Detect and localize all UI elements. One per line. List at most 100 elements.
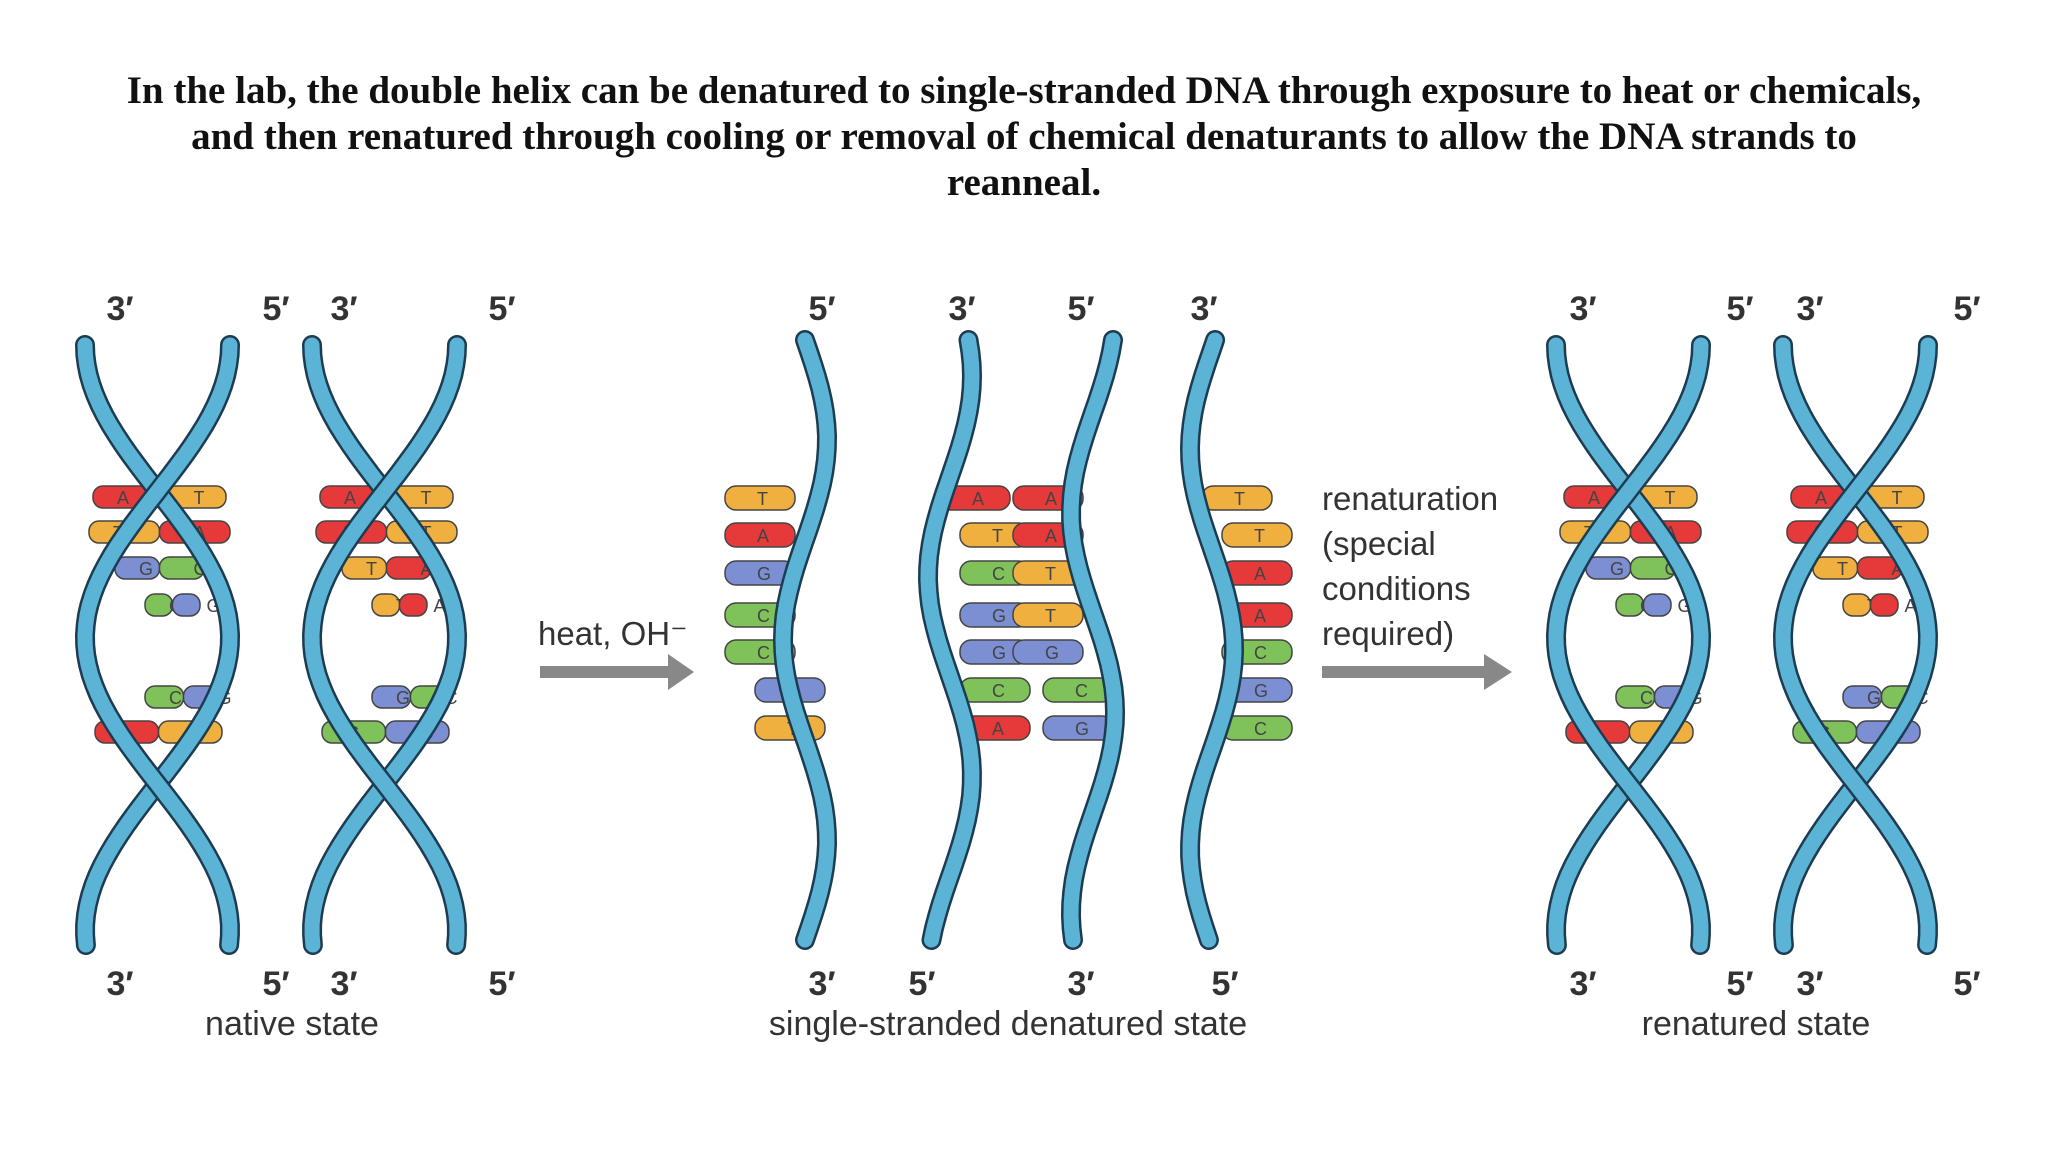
base-letter: A bbox=[1815, 488, 1827, 508]
arrow-label: required) bbox=[1322, 615, 1454, 652]
sugar-phosphate-backbone bbox=[775, 332, 835, 948]
base-letter: G bbox=[1867, 688, 1881, 708]
base-letter: G bbox=[1075, 719, 1089, 739]
strand-end-label: 5′ bbox=[1211, 965, 1238, 1003]
strand-end-label: 5′ bbox=[488, 965, 515, 1003]
strand-end-label: 5′ bbox=[808, 290, 835, 328]
double-helix-2: ATATTATAGCCG bbox=[1772, 335, 1939, 955]
arrow-head bbox=[668, 654, 694, 690]
base-G bbox=[171, 593, 201, 617]
sugar-phosphate-backbone bbox=[1775, 337, 1936, 953]
base-T bbox=[1221, 522, 1293, 548]
base-letter: G bbox=[1045, 643, 1059, 663]
base-letter: A bbox=[972, 489, 984, 509]
base-T bbox=[724, 485, 796, 511]
strand-end-label: 3′ bbox=[1190, 290, 1217, 328]
base-letter: G bbox=[992, 643, 1006, 663]
base-T bbox=[1812, 556, 1859, 580]
base-letter: A bbox=[1588, 488, 1600, 508]
base-letter: A bbox=[757, 526, 769, 546]
base-T bbox=[341, 556, 388, 580]
strand-end-label: 3′ bbox=[106, 290, 133, 328]
double-helix-1: ATTAGCCGCGAT bbox=[74, 335, 241, 955]
base-letter: G bbox=[757, 564, 771, 584]
base-letter: A bbox=[117, 488, 129, 508]
base-letter: C bbox=[992, 564, 1005, 584]
base-G bbox=[1012, 639, 1084, 665]
strand-end-label: 5′ bbox=[488, 290, 515, 328]
strand-end-label: 5′ bbox=[262, 965, 289, 1003]
denaturation-arrow: heat, OH⁻ bbox=[538, 615, 694, 690]
sugar-phosphate-backbone bbox=[1548, 337, 1709, 953]
base-letter: G bbox=[1254, 681, 1268, 701]
sugar-phosphate-backbone bbox=[920, 332, 980, 948]
strand-end-label: 3′ bbox=[330, 965, 357, 1003]
base-letter: C bbox=[1254, 643, 1267, 663]
base-G bbox=[1642, 593, 1672, 617]
base-letter: C bbox=[757, 643, 770, 663]
strand-end-label: 5′ bbox=[262, 290, 289, 328]
strand-end-label: 3′ bbox=[948, 290, 975, 328]
strand-end-label: 3′ bbox=[330, 290, 357, 328]
arrow-label: heat, OH⁻ bbox=[538, 615, 687, 652]
base-letter: A bbox=[1045, 489, 1057, 509]
base-letter: T bbox=[1234, 489, 1245, 509]
base-letter: G bbox=[396, 688, 410, 708]
state-label: renatured state bbox=[1642, 1005, 1871, 1043]
base-letter: G bbox=[1610, 559, 1624, 579]
base-letter: T bbox=[1665, 488, 1676, 508]
sugar-phosphate-backbone bbox=[304, 337, 465, 953]
sugar-phosphate-backbone bbox=[77, 337, 238, 953]
base-A bbox=[1869, 593, 1899, 617]
double-helix-2: ATATTATAGCCG bbox=[301, 335, 468, 955]
base-A bbox=[724, 522, 796, 548]
base-letter: A bbox=[344, 488, 356, 508]
base-letter: A bbox=[1254, 606, 1266, 626]
arrow-label: (special bbox=[1322, 525, 1436, 562]
strand-end-label: 3′ bbox=[1569, 290, 1596, 328]
renatured-state-panel: ATTAGCCGCGATATATTATAGCCG3′5′3′5′3′5′3′5′… bbox=[1545, 290, 1981, 1043]
sugar-phosphate-backbone bbox=[77, 337, 238, 953]
sugar-phosphate-backbone bbox=[304, 337, 465, 953]
base-pair: TA bbox=[1842, 593, 1917, 617]
double-helix-1: ATTAGCCGCGAT bbox=[1545, 335, 1712, 955]
base-letter: C bbox=[1075, 681, 1088, 701]
base-letter: T bbox=[1254, 526, 1265, 546]
sugar-phosphate-backbone bbox=[1548, 337, 1709, 953]
base-letter: C bbox=[1640, 688, 1653, 708]
base-letter: C bbox=[1254, 719, 1267, 739]
base-letter: C bbox=[169, 688, 182, 708]
figure-caption: In the lab, the double helix can be dena… bbox=[126, 69, 1922, 204]
state-label: single-stranded denatured state bbox=[769, 1005, 1247, 1043]
base-letter: T bbox=[194, 488, 205, 508]
state-label: native state bbox=[205, 1005, 379, 1043]
denatured-state-panel: TAGCCGTATCGGCAAATTGCGTTAACGC5′3′5′3′3′5′… bbox=[724, 290, 1293, 1043]
base-letter: A bbox=[1254, 564, 1266, 584]
strand-end-label: 5′ bbox=[1067, 290, 1094, 328]
base-letter: C bbox=[757, 606, 770, 626]
base-pair: TA bbox=[371, 593, 446, 617]
sugar-phosphate-backbone bbox=[1775, 337, 1936, 953]
base-letter: T bbox=[421, 488, 432, 508]
base-letter: G bbox=[992, 606, 1006, 626]
strand-end-label: 3′ bbox=[1569, 965, 1596, 1003]
arrow-label: renaturation bbox=[1322, 480, 1498, 517]
base-pair: CG bbox=[144, 593, 221, 617]
strand-end-label: 5′ bbox=[1726, 965, 1753, 1003]
base-A bbox=[398, 593, 428, 617]
arrow-head bbox=[1484, 654, 1512, 690]
base-T bbox=[1012, 602, 1084, 628]
base-letter: T bbox=[992, 526, 1003, 546]
base-letter: C bbox=[992, 681, 1005, 701]
strand-end-label: 5′ bbox=[1953, 290, 1980, 328]
strand-end-label: 5′ bbox=[908, 965, 935, 1003]
strand-end-label: 3′ bbox=[106, 965, 133, 1003]
